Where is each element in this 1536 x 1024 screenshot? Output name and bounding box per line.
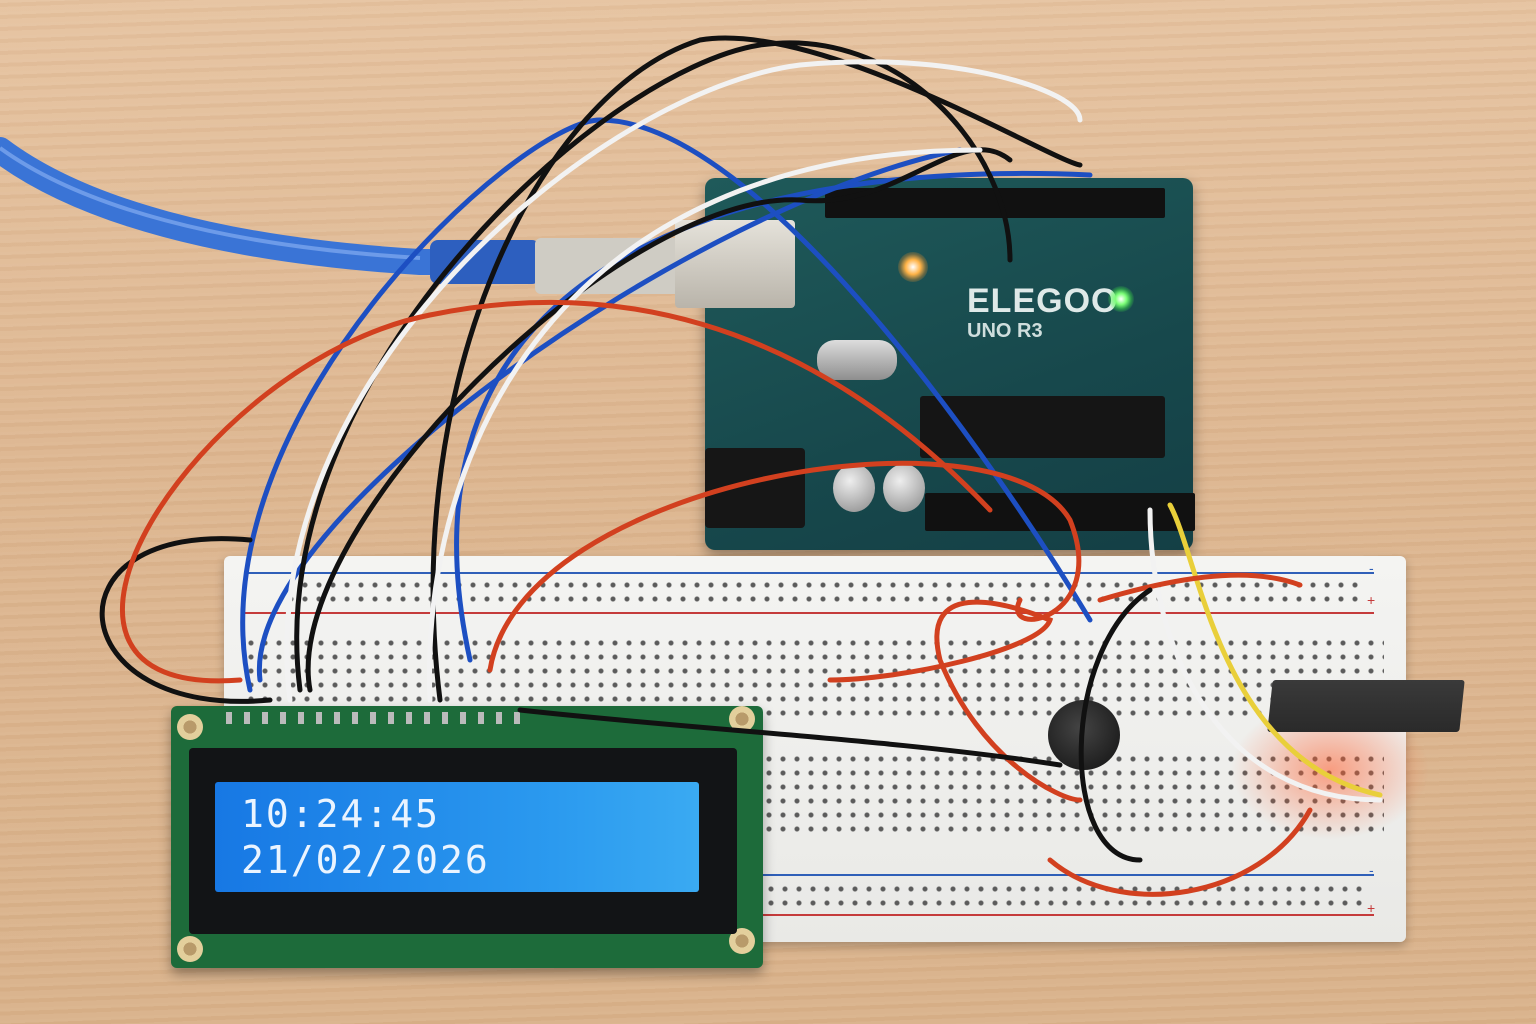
mounting-hole [177, 936, 203, 962]
rail-line-negative [244, 874, 1374, 876]
lcd-pin-header [226, 712, 526, 724]
arduino-board: ELEGOO UNO R3 [675, 178, 1195, 550]
rail-minus-label: - [1369, 862, 1374, 878]
lcd-line-time: 10:24:45 [241, 792, 441, 836]
lcd-line-date: 21/02/2026 [241, 838, 490, 882]
capacitor [833, 464, 875, 512]
power-led-icon [898, 252, 928, 282]
potentiometer [1048, 700, 1120, 770]
mounting-hole [177, 714, 203, 740]
rail-minus-label: - [1369, 560, 1374, 576]
mounting-hole [729, 706, 755, 732]
rail-line-positive [244, 612, 1374, 614]
lcd-module: 10:24:45 21/02/2026 [171, 706, 763, 968]
crystal-oscillator [817, 340, 897, 380]
analog-power-header [925, 493, 1195, 531]
dc-power-jack [705, 448, 805, 528]
power-rail-holes [284, 578, 1364, 606]
capacitor [883, 464, 925, 512]
usb-port [675, 220, 795, 308]
status-led-icon [1108, 286, 1134, 312]
digital-pin-header [825, 188, 1165, 218]
rail-plus-label: + [1367, 900, 1376, 916]
board-brand: ELEGOO [967, 282, 1119, 320]
rail-plus-label: + [1367, 592, 1376, 608]
board-model: UNO R3 [967, 320, 1043, 342]
rail-line-positive [244, 914, 1374, 916]
microcontroller-chip [920, 396, 1165, 458]
rail-line-negative [244, 572, 1374, 574]
relay-module [1267, 680, 1465, 732]
power-rail-holes [764, 882, 1364, 910]
lcd-screen: 10:24:45 21/02/2026 [215, 782, 699, 892]
lcd-bezel: 10:24:45 21/02/2026 [189, 748, 737, 934]
